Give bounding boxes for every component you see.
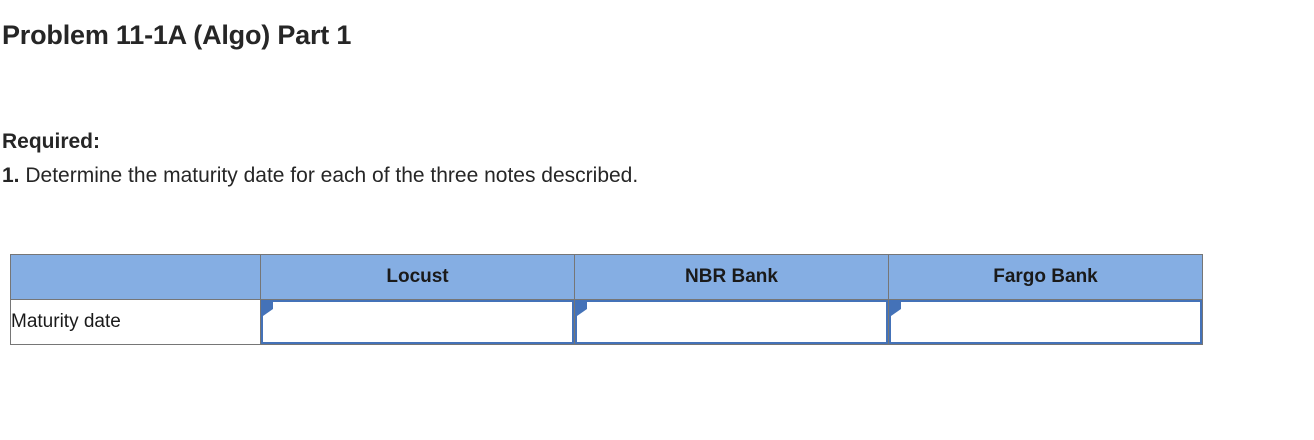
triangle-marker-icon <box>891 302 901 316</box>
input-maturity-date-fargo-bank[interactable] <box>903 302 1198 342</box>
cell-nbr-bank[interactable] <box>574 299 889 345</box>
input-maturity-date-locust[interactable] <box>275 302 570 342</box>
page-title: Problem 11-1A (Algo) Part 1 <box>2 20 352 50</box>
requirement-number: 1. <box>2 164 20 187</box>
table-header: Locust NBR Bank Fargo Bank <box>10 254 1203 300</box>
maturity-date-table: Locust NBR Bank Fargo Bank Maturity date <box>10 254 1203 345</box>
input-shell-locust[interactable] <box>261 300 574 344</box>
table-body: Maturity date <box>10 299 1203 345</box>
input-shell-fargo-bank[interactable] <box>889 300 1202 344</box>
table-row: Maturity date <box>10 299 1203 345</box>
requirement-text: Determine the maturity date for each of … <box>19 164 639 187</box>
triangle-marker-icon <box>263 302 273 316</box>
table-header-row: Locust NBR Bank Fargo Bank <box>10 254 1203 300</box>
requirement-item-1: 1. Determine the maturity date for each … <box>2 164 638 188</box>
input-shell-nbr-bank[interactable] <box>575 300 888 344</box>
cell-locust[interactable] <box>260 299 575 345</box>
column-header-locust: Locust <box>260 254 575 300</box>
column-header-nbr-bank: NBR Bank <box>574 254 889 300</box>
triangle-marker-icon <box>577 302 587 316</box>
input-maturity-date-nbr-bank[interactable] <box>589 302 884 342</box>
column-header-blank <box>10 254 261 300</box>
required-label: Required: <box>2 130 101 153</box>
row-label-maturity-date: Maturity date <box>10 299 261 345</box>
cell-fargo-bank[interactable] <box>888 299 1203 345</box>
column-header-fargo-bank: Fargo Bank <box>888 254 1203 300</box>
